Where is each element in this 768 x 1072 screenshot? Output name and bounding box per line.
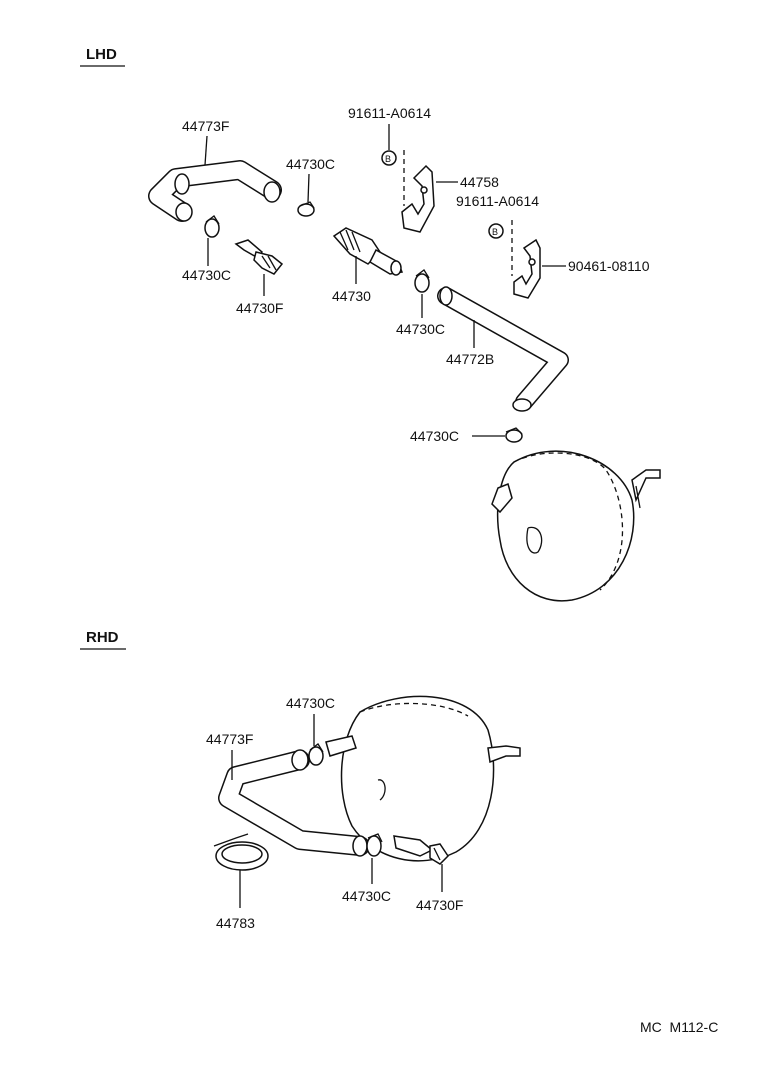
svg-text:B: B bbox=[385, 154, 391, 164]
lhd-heading: LHD bbox=[86, 46, 117, 63]
label-hose-upper: 44773F bbox=[182, 118, 229, 134]
label-bracket-bolt: 90461-08110 bbox=[568, 258, 650, 274]
label-hose-lower: 44772B bbox=[446, 351, 494, 367]
brake-booster-icon bbox=[491, 450, 661, 602]
label-bolt-mid: 91611-A0614 bbox=[456, 193, 539, 209]
label-valve: 44730 bbox=[332, 288, 371, 304]
vacuum-hose-44773f bbox=[148, 160, 282, 222]
hose-clamp-icon bbox=[414, 269, 430, 293]
vacuum-hose-44773f-rhd bbox=[218, 749, 370, 857]
svg-text:B: B bbox=[492, 227, 498, 237]
label-bolt-top: 91611-A0614 bbox=[348, 105, 431, 121]
label-rhd-fitting: 44730F bbox=[416, 897, 463, 913]
union-fitting-icon bbox=[234, 239, 284, 275]
label-rhd-clip: 44783 bbox=[216, 915, 255, 931]
bracket-clip-icon bbox=[513, 238, 541, 299]
label-rhd-hose: 44773F bbox=[206, 731, 253, 747]
rhd-section: RHD 44773F 44730C bbox=[80, 629, 521, 931]
hose-clamp-icon bbox=[505, 427, 523, 443]
hose-clamp-icon bbox=[204, 215, 220, 238]
check-valve-icon bbox=[332, 227, 404, 276]
label-fitting: 44730F bbox=[236, 300, 283, 316]
hose-clamp-icon bbox=[366, 833, 383, 857]
brake-booster-icon bbox=[325, 695, 521, 862]
label-bracket: 44758 bbox=[460, 174, 499, 190]
hose-clamp-icon bbox=[308, 743, 324, 766]
hose-clamp-icon bbox=[297, 201, 315, 217]
label-clamp-right: 44730C bbox=[396, 321, 445, 337]
vacuum-hose-44772b bbox=[437, 286, 569, 412]
label-clamp-top: 44730C bbox=[286, 156, 335, 172]
label-rhd-clamp-bottom: 44730C bbox=[342, 888, 391, 904]
label-rhd-clamp-top: 44730C bbox=[286, 695, 335, 711]
union-fitting-icon bbox=[429, 843, 449, 865]
label-clamp-bottom: 44730C bbox=[410, 428, 459, 444]
leader-hose-upper bbox=[204, 135, 208, 166]
hose-clip-icon bbox=[213, 833, 269, 871]
diagram-code: MC M112-C bbox=[640, 1019, 718, 1035]
lhd-section: LHD 44773F 44730C 44730C bbox=[80, 46, 661, 602]
bolt-icon: B bbox=[381, 150, 397, 166]
leader-clamp-top bbox=[307, 173, 310, 203]
bracket-icon bbox=[401, 164, 435, 233]
rhd-heading: RHD bbox=[86, 629, 119, 646]
label-clamp-left: 44730C bbox=[182, 267, 231, 283]
bolt-icon: B bbox=[488, 223, 504, 239]
